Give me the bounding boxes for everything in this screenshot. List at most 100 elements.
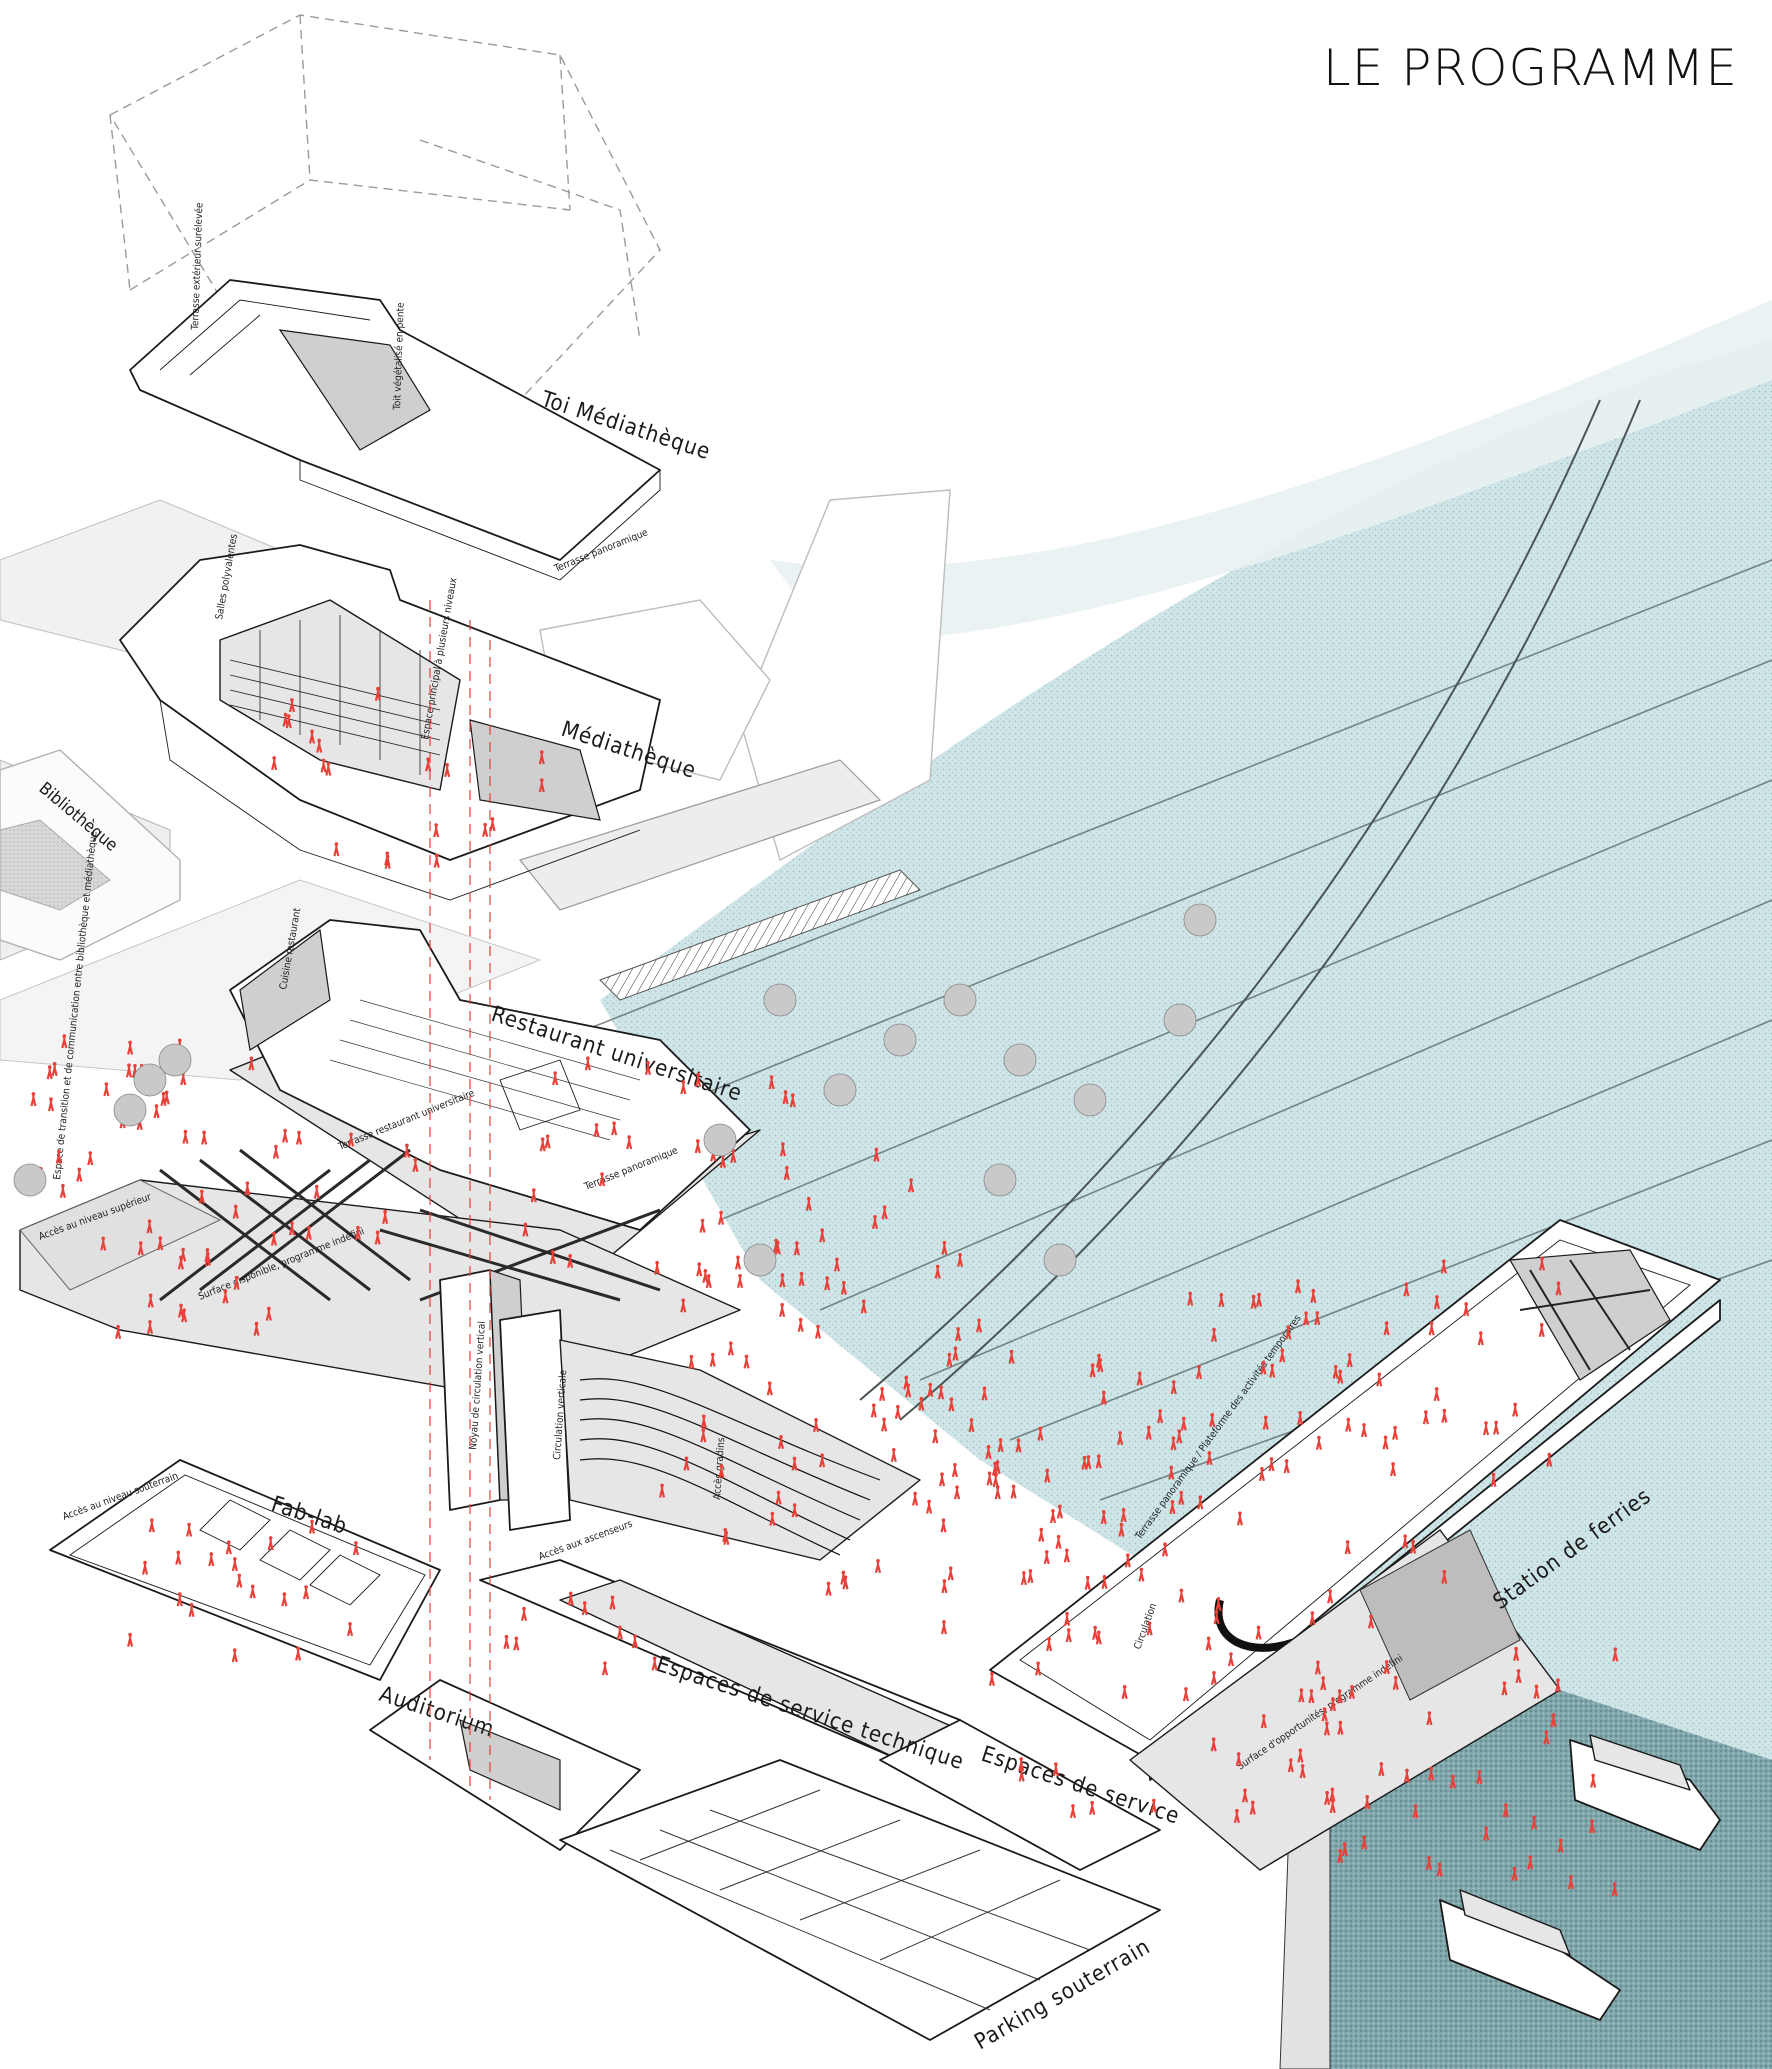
person-figure (988, 1671, 995, 1686)
person-figure (163, 1090, 170, 1105)
person-figure (1324, 1790, 1331, 1805)
person-figure (680, 1080, 687, 1095)
person-figure (1336, 1689, 1343, 1704)
person-figure (127, 1040, 134, 1055)
tree-canopy (883, 1023, 917, 1057)
person-figure (1020, 1571, 1027, 1586)
person-figure (879, 1386, 886, 1402)
person-figure (654, 1260, 661, 1275)
person-figure (840, 1570, 847, 1585)
person-figure (1049, 1509, 1057, 1524)
person-figure (1089, 1800, 1096, 1815)
person-figure (700, 1428, 707, 1443)
person-figure (520, 1606, 528, 1621)
person-figure (1095, 1353, 1103, 1368)
tree-canopy (158, 1043, 192, 1077)
person-figure (593, 1123, 600, 1138)
person-figure (354, 1225, 362, 1240)
person-figure (717, 1210, 725, 1225)
person-figure (975, 1318, 983, 1333)
person-figure (1218, 1293, 1225, 1308)
person-figure (1383, 1321, 1390, 1336)
person-figure (1055, 1534, 1062, 1549)
person-figure (1512, 1402, 1519, 1417)
person-figure (1063, 1548, 1070, 1563)
person-figure (1176, 1429, 1183, 1444)
person-figure (482, 822, 489, 837)
label-toit-vegetalise: Toit végétalisé en pente (391, 302, 407, 411)
person-figure (233, 1275, 240, 1290)
person-figure (1348, 1684, 1355, 1700)
person-figure (1412, 1804, 1419, 1819)
person-figure (1205, 1636, 1212, 1651)
person-figure (333, 842, 340, 857)
person-figure (248, 1056, 255, 1071)
person-figure (137, 1241, 144, 1256)
person-figure (953, 1485, 961, 1500)
person-figure (789, 1093, 796, 1108)
ground-level (19, 1148, 921, 1561)
person-figure (157, 1236, 164, 1251)
tree-canopy (1043, 1243, 1077, 1277)
person-figure (948, 1397, 955, 1412)
tree-canopy (823, 1073, 857, 1107)
person-figure (288, 698, 296, 713)
person-figure (403, 1143, 410, 1158)
page-title: LE PROGRAMME (1323, 39, 1738, 97)
person-figure (1538, 1256, 1546, 1271)
person-figure (188, 1602, 195, 1617)
person-figure (946, 1352, 953, 1367)
person-figure (352, 1541, 359, 1556)
person-figure (957, 1252, 964, 1268)
bibliotheque-block (0, 749, 181, 961)
person-figure (791, 1456, 798, 1471)
alignment-axes (429, 600, 491, 1800)
person-figure (1403, 1282, 1410, 1297)
person-figure (1364, 1795, 1371, 1810)
person-figure (1323, 1721, 1330, 1736)
person-figure (55, 1149, 62, 1164)
person-figure (1027, 1569, 1034, 1584)
person-figure (1056, 1504, 1063, 1519)
person-figure (1433, 1295, 1440, 1310)
person-figure (1100, 1390, 1107, 1405)
person-figure (1337, 1369, 1344, 1384)
person-figure (1197, 1495, 1204, 1510)
person-figure (153, 1104, 160, 1119)
tree-canopy (1183, 903, 1217, 937)
person-figure (1314, 1660, 1321, 1675)
person-figure (1161, 1542, 1169, 1557)
person-figure (779, 1273, 786, 1288)
person-figure (1433, 1387, 1440, 1402)
underground-level (49, 1459, 1161, 2041)
person-figure (1402, 1534, 1409, 1549)
person-figure (991, 1461, 999, 1476)
person-figure (1069, 1804, 1077, 1819)
person-figure (305, 1225, 312, 1240)
person-figure (180, 1247, 187, 1262)
person-figure (1483, 1826, 1490, 1841)
person-figure (1476, 1769, 1483, 1784)
person-figure (727, 1341, 734, 1356)
person-figure (938, 1472, 946, 1487)
person-figure (997, 1438, 1004, 1453)
person-figure (1490, 1472, 1497, 1487)
person-figure (1046, 1637, 1053, 1652)
person-figure (271, 756, 278, 771)
person-figure (538, 778, 545, 793)
person-figure (1567, 1875, 1574, 1890)
person-figure (1085, 1455, 1092, 1470)
person-figure (433, 823, 440, 838)
tree-canopy (943, 983, 977, 1017)
person-figure (1590, 1773, 1597, 1788)
person-figure (779, 1302, 786, 1318)
person-figure (1337, 1849, 1344, 1864)
person-figure (384, 854, 391, 869)
person-figure (1168, 1465, 1175, 1480)
person-figure (903, 1375, 910, 1390)
person-figure (1546, 1452, 1553, 1467)
person-figure (947, 1566, 954, 1581)
person-figure (1121, 1685, 1128, 1700)
person-figure (425, 757, 432, 772)
